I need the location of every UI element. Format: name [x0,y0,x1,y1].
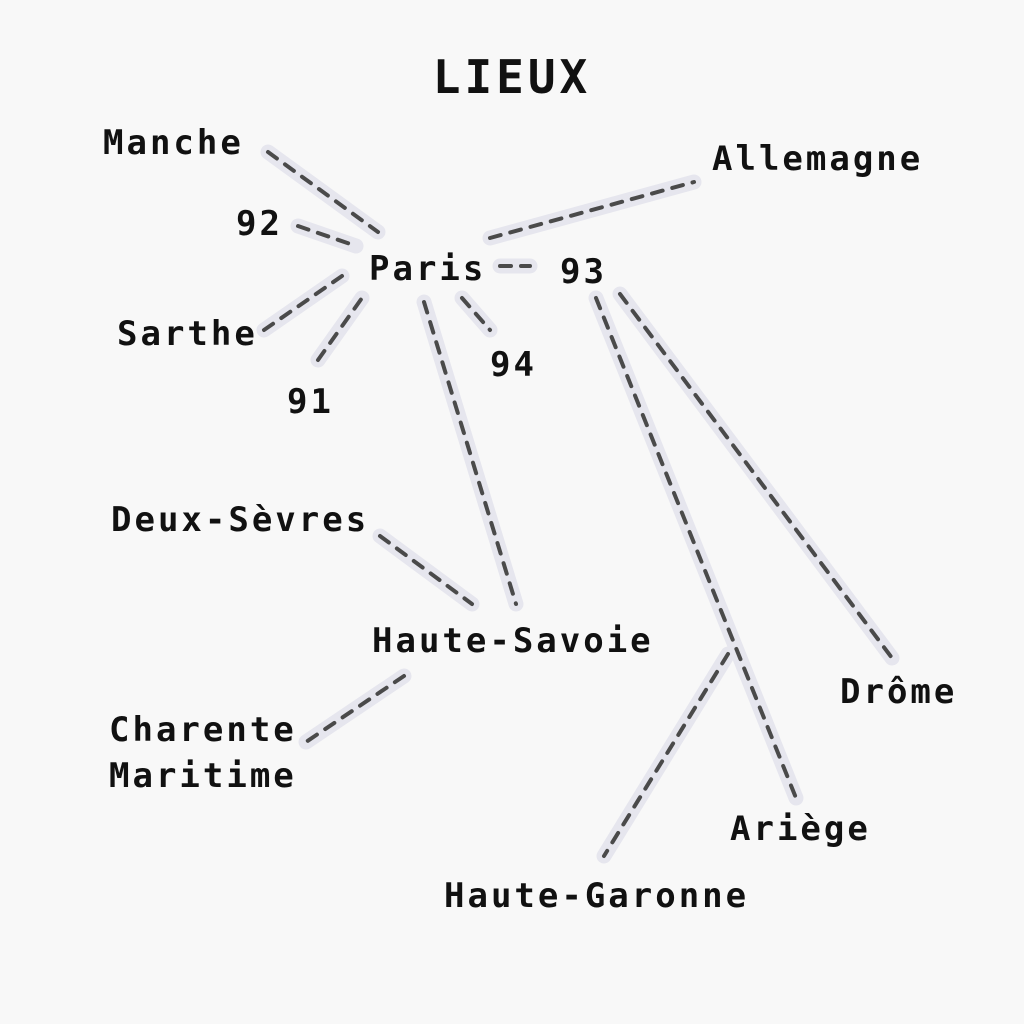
edge-paris-manche [260,144,386,240]
edge-deux-sevres-haute-savoie [372,528,480,612]
edge-paris-94 [454,290,498,338]
node-charente-maritime-line2: Maritime [109,756,297,796]
edge-paris-92 [290,218,364,254]
node-haute-savoie: Haute-Savoie [372,621,654,661]
node-92: 92 [236,204,283,244]
edge-paris-allemagne [482,174,702,246]
edge-93-drome [612,286,900,666]
node-drome: Drôme [840,672,957,712]
edge-paris-91 [310,290,370,368]
edge-paris-sarthe [256,268,350,338]
node-manche: Manche [103,123,244,163]
node-deux-sevres: Deux-Sèvres [111,500,369,540]
node-ariege: Ariège [730,809,871,849]
diagram-title: LIEUX [433,50,591,104]
node-93: 93 [560,252,607,292]
node-94: 94 [490,345,537,385]
edges [256,144,900,864]
edge-ariege-haute-garonne [596,646,736,864]
edge-haute-savoie-charente [298,668,412,750]
edge-93-ariege [588,290,804,806]
labels: LIEUX Manche 92 Paris Sarthe 91 94 93 Al… [103,50,957,916]
node-sarthe: Sarthe [117,314,258,354]
node-charente-maritime-line1: Charente [109,710,297,750]
node-91: 91 [287,382,334,422]
node-paris: Paris [369,249,486,289]
edge-paris-haute-savoie [416,294,524,612]
node-allemagne: Allemagne [712,139,923,179]
node-haute-garonne: Haute-Garonne [444,876,749,916]
